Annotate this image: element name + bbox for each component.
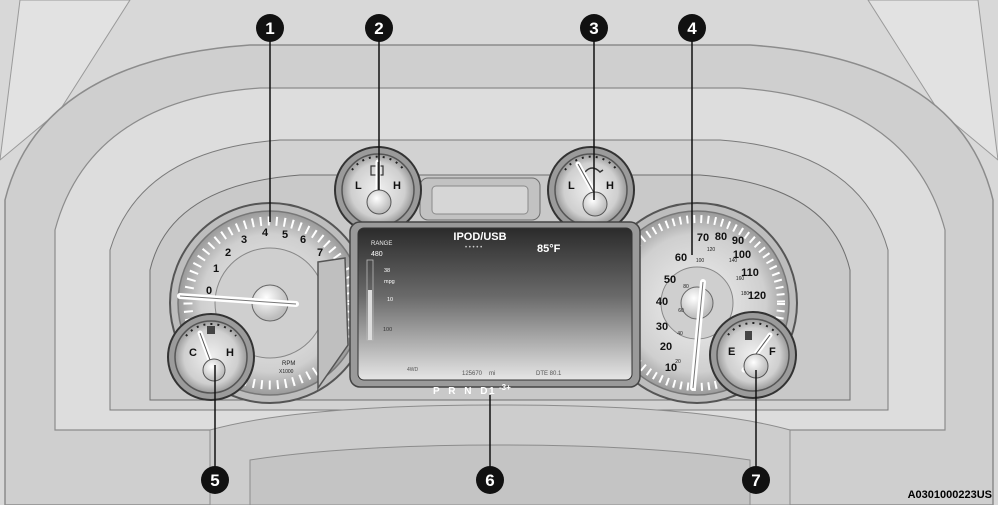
tach-tick-label: 0 bbox=[206, 285, 212, 297]
tach-tick-label: 6 bbox=[300, 234, 306, 246]
mph-tick-label: 100 bbox=[733, 249, 751, 261]
display-dots: • • • • • bbox=[465, 245, 482, 251]
callout-1: 1 bbox=[256, 14, 284, 42]
engine-temp-gauge: C H bbox=[167, 313, 255, 401]
gear-select: -3+ bbox=[499, 383, 511, 392]
fuel-pump-icon bbox=[745, 331, 752, 340]
fuel-gauge: E F bbox=[709, 311, 797, 399]
mph-tick-label: 90 bbox=[732, 235, 744, 247]
kmh-tick-label: 60 bbox=[678, 308, 684, 314]
coolant-icon bbox=[207, 326, 215, 334]
driver-information-display: IPOD/USB • • • • • RANGE 480 85°F 38 mpg… bbox=[349, 221, 641, 388]
tach-tick-label: 7 bbox=[317, 247, 323, 259]
mpg-top: 38 bbox=[384, 268, 390, 274]
kmh-tick-label: 180 bbox=[741, 291, 750, 297]
mph-tick-label: 50 bbox=[664, 274, 676, 286]
gear-indicator: P R N D 1 -3+ bbox=[433, 383, 511, 397]
outside-temp: 85°F bbox=[537, 243, 561, 255]
volt-high-label: H bbox=[393, 180, 401, 192]
kmh-tick-label: 120 bbox=[707, 247, 716, 253]
tach-tick-label: 3 bbox=[241, 234, 247, 246]
fuel-full-label: F bbox=[769, 346, 776, 358]
mph-tick-label: 40 bbox=[656, 296, 668, 308]
oil-can-icon bbox=[584, 167, 604, 173]
kmh-tick-label: 140 bbox=[729, 258, 738, 264]
gear-prnd: P R N D bbox=[433, 386, 491, 397]
odometer-unit: mi bbox=[489, 371, 495, 377]
kmh-tick-label: 80 bbox=[683, 284, 689, 290]
callout-2: 2 bbox=[365, 14, 393, 42]
mpg-unit: mpg bbox=[384, 279, 395, 285]
tach-scale-label: X1000 bbox=[279, 369, 294, 375]
kmh-tick-label: 160 bbox=[736, 276, 745, 282]
mph-tick-label: 30 bbox=[656, 321, 668, 333]
figure-id: A0301000223US bbox=[907, 489, 992, 501]
fuel-empty-label: E bbox=[728, 346, 735, 358]
display-header: IPOD/USB bbox=[453, 231, 506, 243]
gear-number: 1 bbox=[489, 386, 495, 397]
callout-number: 4 bbox=[687, 19, 697, 38]
mph-tick-label: 10 bbox=[665, 362, 677, 374]
tach-tick-label: 5 bbox=[282, 229, 288, 241]
mph-tick-label: 20 bbox=[660, 341, 672, 353]
mpg-low: 100 bbox=[383, 327, 392, 333]
mph-tick-label: 60 bbox=[675, 252, 687, 264]
mpg-mid: 10 bbox=[387, 297, 393, 303]
kmh-tick-label: 40 bbox=[677, 331, 683, 337]
voltage-gauge: L H bbox=[334, 146, 422, 234]
mph-tick-label: 80 bbox=[715, 231, 727, 243]
callout-number: 5 bbox=[210, 471, 219, 490]
oil-low-label: L bbox=[568, 180, 575, 192]
volt-low-label: L bbox=[355, 180, 362, 192]
callout-6: 6 bbox=[476, 466, 504, 494]
kmh-tick-label: 100 bbox=[696, 258, 705, 264]
callout-5: 5 bbox=[201, 466, 229, 494]
callout-7: 7 bbox=[742, 466, 770, 494]
callout-number: 6 bbox=[485, 471, 494, 490]
callout-leaders bbox=[214, 40, 757, 470]
callout-number: 1 bbox=[265, 19, 274, 38]
mpg-bar-fill bbox=[368, 290, 372, 340]
callout-4: 4 bbox=[678, 14, 706, 42]
tach-tick-label: 4 bbox=[262, 227, 269, 239]
temp-high-label: H bbox=[226, 347, 234, 359]
mph-tick-label: 110 bbox=[741, 267, 759, 279]
mph-tick-label: 70 bbox=[697, 232, 709, 244]
callout-number: 2 bbox=[374, 19, 383, 38]
oil-high-label: H bbox=[606, 180, 614, 192]
range-value: 480 bbox=[371, 251, 383, 258]
odometer: 125670 bbox=[462, 371, 483, 377]
drive-mode: 4WD bbox=[407, 367, 419, 373]
temp-low-label: C bbox=[189, 347, 197, 359]
tach-tick-label: 2 bbox=[225, 247, 231, 259]
mph-tick-label: 120 bbox=[748, 290, 766, 302]
oil-pressure-gauge: L H bbox=[547, 146, 635, 234]
callout-3: 3 bbox=[580, 14, 608, 42]
kmh-tick-label: 20 bbox=[675, 359, 681, 365]
range-label: RANGE bbox=[371, 241, 392, 247]
tach-tick-label: 1 bbox=[213, 263, 219, 275]
trip-value: DTE 80.1 bbox=[536, 371, 562, 377]
tach-rpm-label: RPM bbox=[282, 361, 295, 367]
callout-number: 3 bbox=[589, 19, 598, 38]
callout-number: 7 bbox=[751, 471, 760, 490]
